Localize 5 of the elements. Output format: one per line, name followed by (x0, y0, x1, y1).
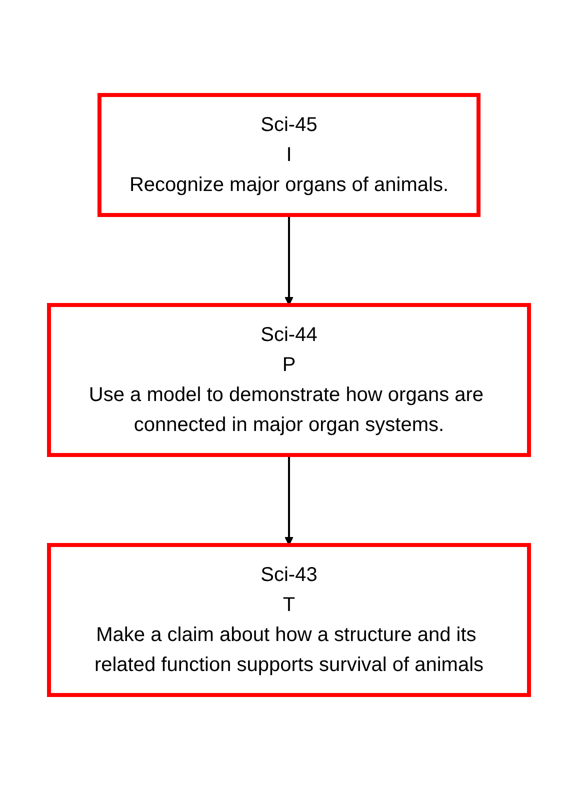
arrow (284, 454, 293, 545)
node-box: Sci-43 T Make a claim about how a structure and its related function supports survival of animals (46, 542, 530, 696)
arrow (284, 214, 293, 305)
node-box: Sci-45 I Recognize major organs of animals. (96, 92, 480, 216)
node-box: Sci-44 P Use a model to demonstrate how organs are connected in major organ systems. (46, 302, 530, 456)
